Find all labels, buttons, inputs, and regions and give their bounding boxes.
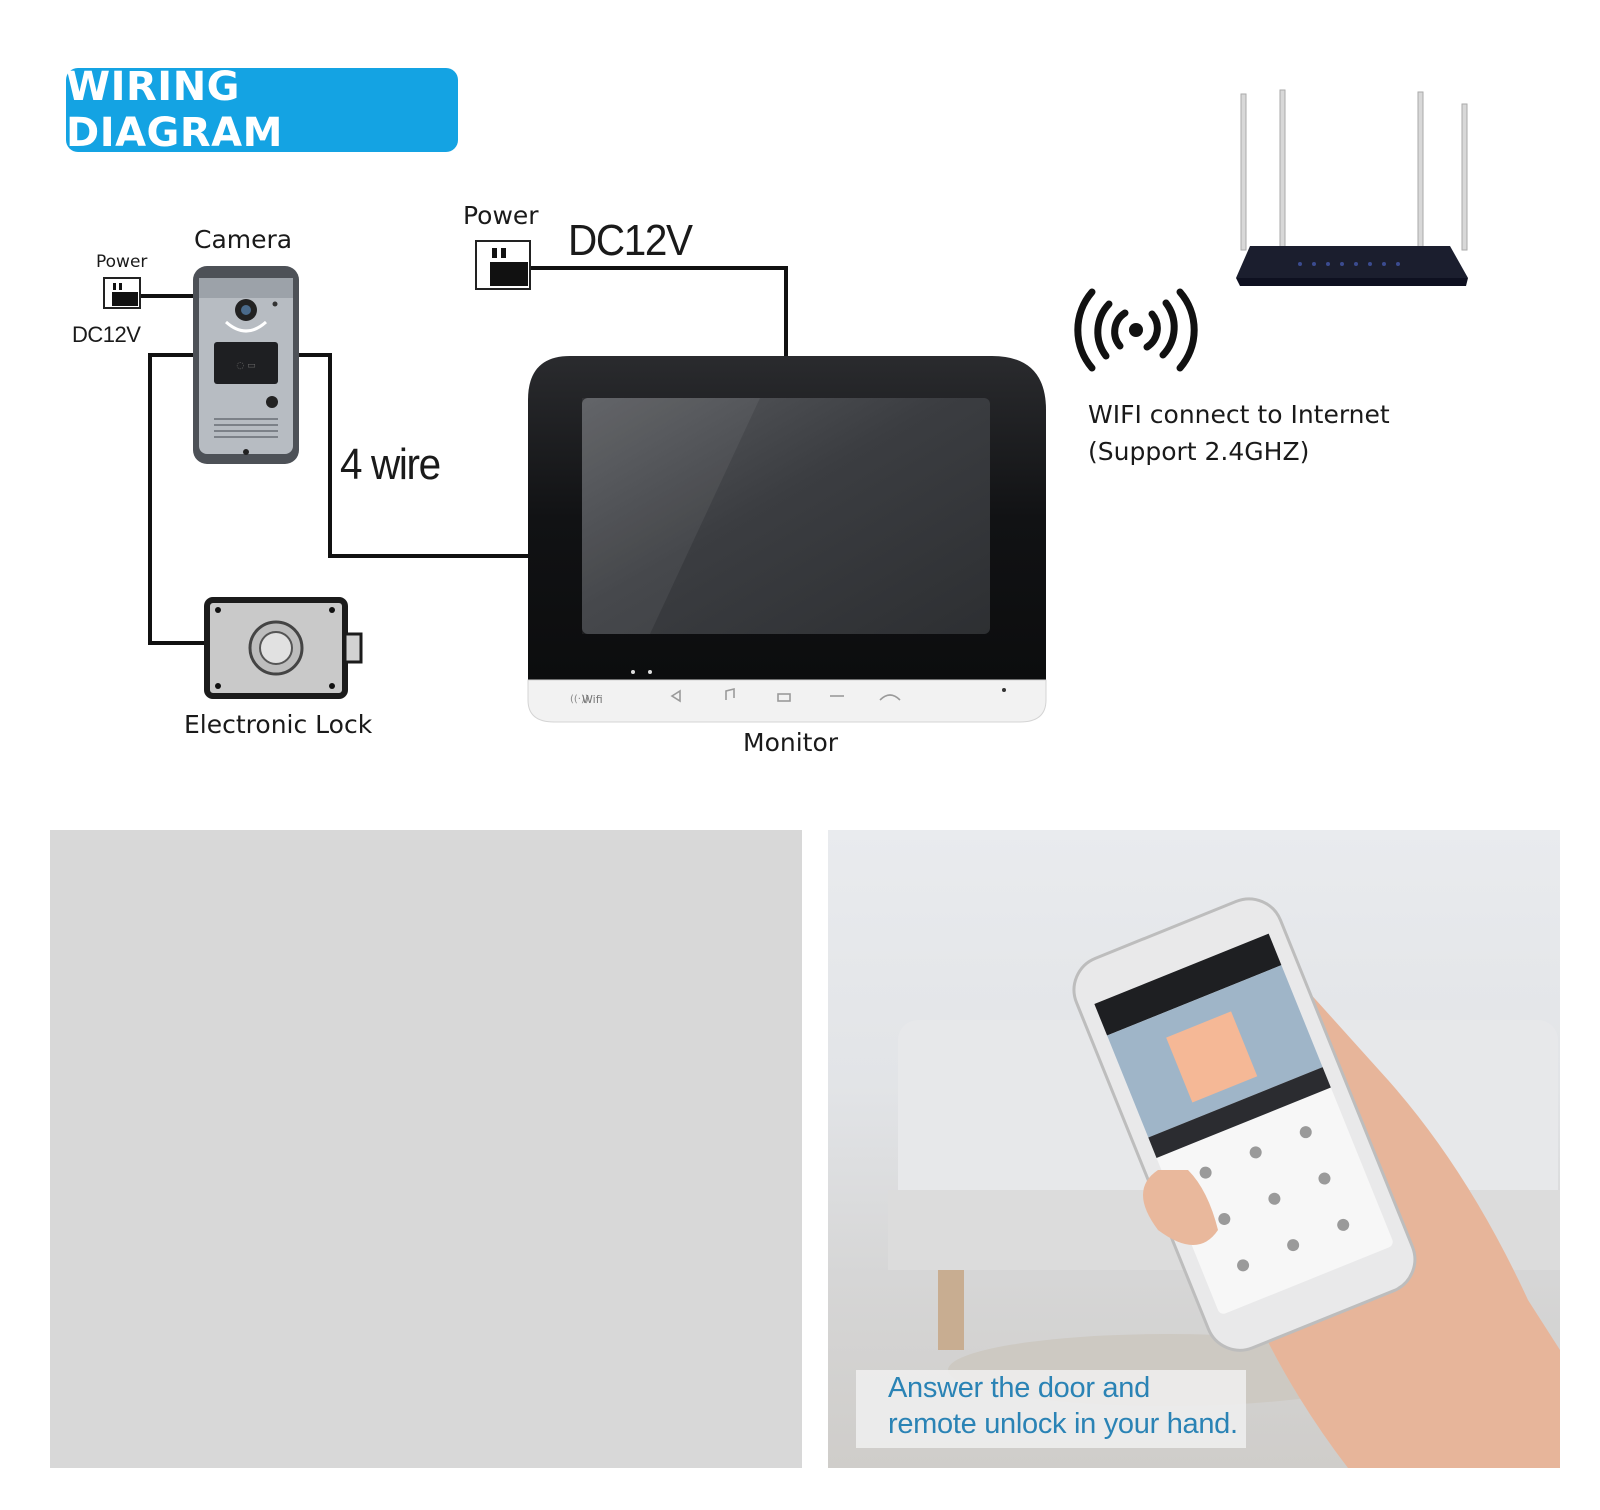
four-wire-label: 4 wire <box>340 440 441 489</box>
wifi-text-line1: WIFI connect to Internet <box>1088 400 1390 429</box>
image-placeholder-panel <box>50 830 802 1468</box>
monitor-icon: ((·)) <box>527 356 1047 723</box>
router-icon <box>1236 89 1468 286</box>
camera-power-label: Power <box>96 252 148 272</box>
four-wire-cable <box>296 353 528 558</box>
wifi-text: WIFI connect to Internet (Support 2.4GHZ… <box>1088 396 1390 470</box>
monitor-power-label: Power <box>463 201 539 230</box>
camera-power-voltage: DC12V <box>72 322 141 347</box>
electronic-lock-label: Electronic Lock <box>184 710 373 739</box>
wires <box>140 266 788 645</box>
wiring-diagram: ◌ ▭ <box>103 89 1468 723</box>
wiring-diagram-title: WIRING DIAGRAM <box>66 64 458 156</box>
photo-caption: Answer the door and remote unlock in you… <box>856 1370 1246 1448</box>
camera-label: Camera <box>194 225 293 254</box>
wifi-signal-icon <box>1074 288 1198 372</box>
caption-line2: remote unlock in your hand. <box>888 1408 1238 1440</box>
monitor-power-wire <box>530 266 788 356</box>
svg-text:((·)): ((·)) <box>570 694 589 705</box>
caption-line1: Answer the door and <box>888 1372 1150 1404</box>
phone-photo-panel: Answer the door and remote unlock in you… <box>828 830 1560 1468</box>
electronic-lock-icon <box>204 597 363 699</box>
monitor-wifi-indicator: Wifi <box>582 693 603 706</box>
monitor-power-plug-icon <box>475 240 531 290</box>
wifi-text-line2: (Support 2.4GHZ) <box>1088 437 1310 466</box>
svg-text:◌ ▭: ◌ ▭ <box>236 361 255 371</box>
monitor-power-voltage: DC12V <box>568 216 693 265</box>
camera-power-plug-icon <box>103 277 141 309</box>
doorbell-camera-icon: ◌ ▭ <box>193 266 299 464</box>
monitor-label: Monitor <box>743 728 839 757</box>
lock-wire <box>148 353 208 645</box>
